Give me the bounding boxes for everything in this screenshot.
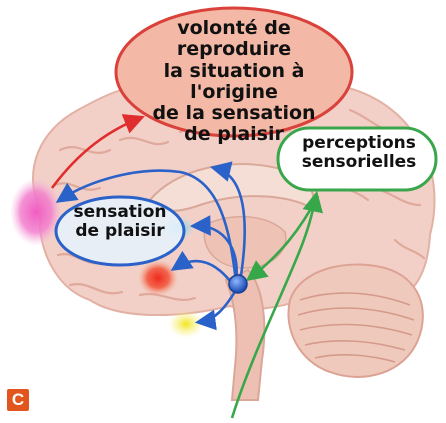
cerebellum: [288, 265, 422, 377]
accumbens-spot: [138, 260, 178, 296]
will-label: volonté de reproduire la situation à l'o…: [118, 18, 350, 146]
pleasure-label: sensation de plaisir: [68, 203, 172, 241]
amygdala-spot: [168, 310, 204, 338]
vta-node: [229, 275, 247, 293]
panel-letter-badge: C: [7, 389, 29, 411]
perceptions-label: perceptions sensorielles: [283, 134, 435, 172]
prefrontal-spot: [10, 178, 62, 246]
